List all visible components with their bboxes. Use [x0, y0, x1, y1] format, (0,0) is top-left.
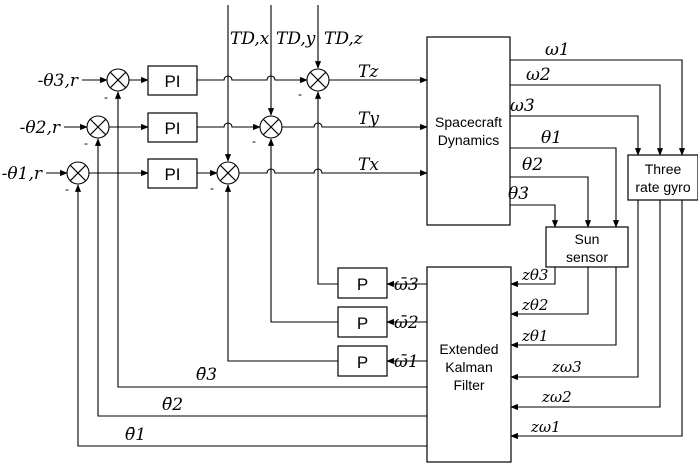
wire-p2-sumy: [267, 138, 338, 323]
svg-text:Extended: Extended: [439, 341, 498, 357]
svg-text:rate gyro: rate gyro: [635, 179, 690, 195]
omega-3-label: ω3: [510, 96, 535, 116]
theta-1-label: θ1: [541, 128, 562, 148]
summing-junction-torque-x: [216, 161, 240, 185]
z-theta-1-label: zθ1: [521, 327, 548, 345]
minus-sign: -: [210, 181, 214, 195]
wire-theta-bar-3: [114, 91, 427, 388]
svg-text:Sun: Sun: [575, 231, 600, 247]
reference-theta-3-label: -θ3,r: [38, 71, 79, 91]
omega-bar-1-label: ω̄1: [394, 352, 419, 372]
svg-text:Three: Three: [645, 161, 682, 177]
wire-theta-bar-1: [74, 184, 427, 447]
signal-labels: -θ3,r -θ2,r -θ1,r TD,x TD,y TD,z Tz Ty T…: [2, 29, 582, 445]
rate-gyro-block: Three rate gyro: [627, 154, 698, 201]
wire-theta-bar-2: [94, 138, 427, 417]
summing-junction-torque-z: [306, 68, 330, 92]
svg-text:PI: PI: [164, 119, 180, 138]
svg-text:Filter: Filter: [453, 377, 484, 393]
torque-z-label: Tz: [358, 62, 379, 82]
pi-controller-2: PI: [147, 112, 198, 143]
theta-3-label: θ3: [508, 184, 529, 204]
sun-sensor-block: Sun sensor: [545, 226, 629, 268]
wire-theta-3: [510, 204, 559, 228]
wire-z-theta-1: [510, 267, 617, 349]
theta-bar-1-label: θ̄1: [125, 425, 146, 445]
minus-sign: -: [104, 90, 108, 104]
p-gain-1: P: [337, 345, 388, 377]
wire-theta-1: [510, 147, 620, 228]
reference-theta-1-label: -θ1,r: [2, 164, 43, 184]
wire-omega-2: [510, 84, 664, 156]
wire-z-omega-1: [510, 200, 683, 440]
svg-text:PI: PI: [164, 72, 180, 91]
disturbance-z-label: TD,z: [324, 29, 364, 49]
wire-z-omega-2: [510, 200, 661, 411]
wire-p1-sumx: [224, 184, 338, 362]
wire-ty: [282, 122, 428, 131]
wire-z-omega-3: [510, 200, 639, 381]
svg-text:Kalman: Kalman: [445, 359, 492, 375]
theta-2-label: θ2: [522, 155, 543, 175]
wire-z-theta-2: [510, 267, 589, 318]
reference-theta-2-label: -θ2,r: [20, 118, 61, 138]
wire-p3-sumz: [314, 91, 338, 285]
wire-omega-3: [510, 115, 642, 156]
p-gain-3: P: [337, 267, 388, 299]
signal-wires: [46, 5, 686, 447]
svg-text:Dynamics: Dynamics: [438, 132, 499, 148]
extended-kalman-filter-block: Extended Kalman Filter: [426, 266, 512, 463]
wire-omega-1: [510, 59, 686, 156]
summing-junction-ref-1: [66, 161, 90, 185]
torque-x-label: Tx: [358, 155, 379, 175]
p-gain-2: P: [337, 306, 388, 338]
z-omega-3-label: zω3: [551, 358, 582, 376]
omega-1-label: ω1: [545, 40, 570, 60]
omega-bar-3-label: ω̄3: [394, 275, 419, 295]
theta-bar-2-label: θ̄2: [162, 395, 183, 415]
disturbance-x-label: TD,x: [230, 29, 270, 49]
theta-bar-3-label: θ̄3: [196, 365, 217, 385]
z-theta-2-label: zθ2: [521, 296, 548, 314]
wire-z-theta-3: [510, 267, 556, 288]
minus-sign: -: [65, 182, 69, 196]
minus-sign: -: [84, 136, 88, 150]
svg-text:PI: PI: [164, 165, 180, 184]
torque-y-label: Ty: [358, 109, 379, 129]
svg-text:P: P: [357, 275, 368, 294]
wire-theta-2: [510, 176, 592, 228]
omega-bar-2-label: ω̄2: [394, 313, 419, 333]
minus-sign: -: [252, 134, 256, 148]
spacecraft-dynamics-block: Spacecraft Dynamics: [426, 36, 511, 226]
summing-junction-ref-3: [106, 68, 130, 92]
z-omega-2-label: zω2: [541, 388, 572, 406]
wire-pi3-sumz: [197, 75, 308, 84]
disturbance-y-label: TD,y: [276, 29, 316, 49]
svg-text:sensor: sensor: [566, 249, 608, 265]
z-theta-3-label: zθ3: [521, 266, 548, 284]
svg-text:P: P: [357, 314, 368, 333]
svg-text:P: P: [357, 353, 368, 372]
pi-controller-3: PI: [147, 65, 198, 96]
wire-tx: [239, 168, 428, 177]
svg-text:Spacecraft: Spacecraft: [435, 114, 502, 130]
minus-sign: -: [298, 87, 302, 101]
pi-controller-1: PI: [147, 158, 198, 189]
z-omega-1-label: zω1: [530, 418, 561, 436]
omega-2-label: ω2: [526, 65, 551, 85]
summing-junction-ref-2: [86, 115, 110, 139]
summing-junction-torque-y: [259, 115, 283, 139]
